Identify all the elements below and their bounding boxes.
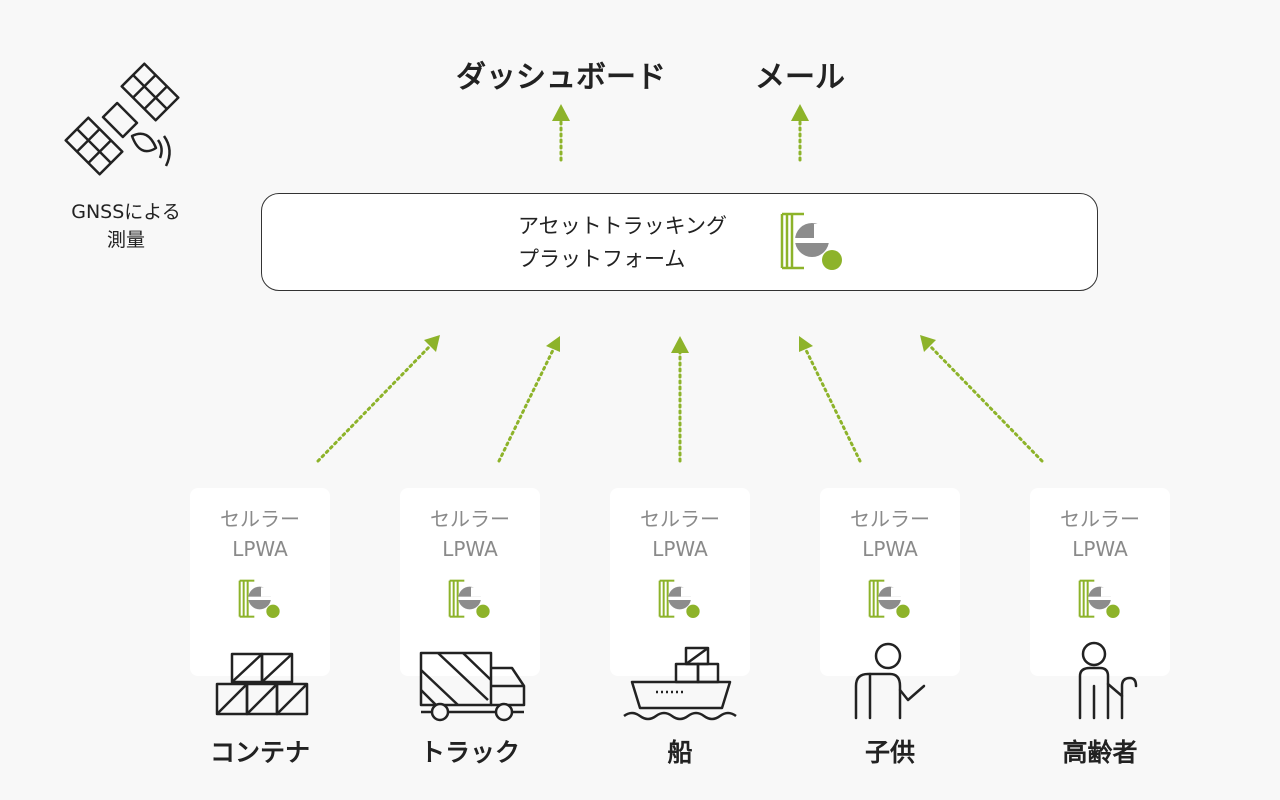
arrow-to-mail <box>791 104 809 162</box>
network-label: セルラー LPWA <box>820 504 960 564</box>
network-label: セルラー LPWA <box>190 504 330 564</box>
device-card-truck <box>400 488 540 676</box>
e-logo-icon <box>238 579 280 618</box>
device-card-container <box>190 488 330 676</box>
network-line1: セルラー <box>430 507 510 531</box>
network-label: セルラー LPWA <box>610 504 750 564</box>
gnss-label-line1: GNSSによる <box>71 201 181 223</box>
e-logo-icon <box>780 212 842 270</box>
gnss-label-line2: 測量 <box>106 229 145 251</box>
device-label-child: 子供 <box>864 738 916 767</box>
arrow-from-ship <box>671 336 689 463</box>
output-dashboard-label: ダッシュボード <box>456 60 666 95</box>
device-label-truck: トラック <box>419 738 521 767</box>
device-label-container: コンテナ <box>209 738 311 767</box>
platform-label: アセットトラッキング プラットフォーム <box>518 210 727 276</box>
network-label: セルラー LPWA <box>1030 504 1170 564</box>
network-line1: セルラー <box>850 507 930 531</box>
arrow-from-container <box>316 335 440 463</box>
ship-icon <box>623 646 737 721</box>
platform-box <box>261 193 1098 291</box>
arrow-to-dashboard <box>552 104 570 162</box>
gnss-label: GNSSによる 測量 <box>46 198 206 254</box>
e-logo-icon <box>868 579 910 618</box>
network-line1: セルラー <box>640 507 720 531</box>
network-line2: LPWA <box>862 537 918 561</box>
device-label-elderly: 高齢者 <box>1062 738 1138 767</box>
e-logo-icon <box>658 579 700 618</box>
child-icon <box>854 642 926 720</box>
arrow-from-elderly <box>920 335 1044 463</box>
satellite-icon <box>64 62 180 176</box>
network-line1: セルラー <box>220 507 300 531</box>
truck-icon <box>419 651 526 722</box>
e-logo-icon <box>448 579 490 618</box>
network-label: セルラー LPWA <box>400 504 540 564</box>
e-logo-icon <box>1078 579 1120 618</box>
network-line2: LPWA <box>442 537 498 561</box>
network-line2: LPWA <box>1072 537 1128 561</box>
network-line2: LPWA <box>652 537 708 561</box>
output-mail-label: メール <box>755 60 845 95</box>
platform-label-line1: アセットトラッキング <box>518 214 727 238</box>
device-label-ship: 船 <box>667 738 693 767</box>
arrow-from-truck <box>497 336 560 463</box>
network-line2: LPWA <box>232 537 288 561</box>
elderly-icon <box>1078 641 1138 720</box>
platform-label-line2: プラットフォーム <box>518 247 686 271</box>
container-icon <box>215 652 309 716</box>
arrow-from-child <box>799 336 862 463</box>
device-card-ship <box>610 488 750 676</box>
network-line1: セルラー <box>1060 507 1140 531</box>
